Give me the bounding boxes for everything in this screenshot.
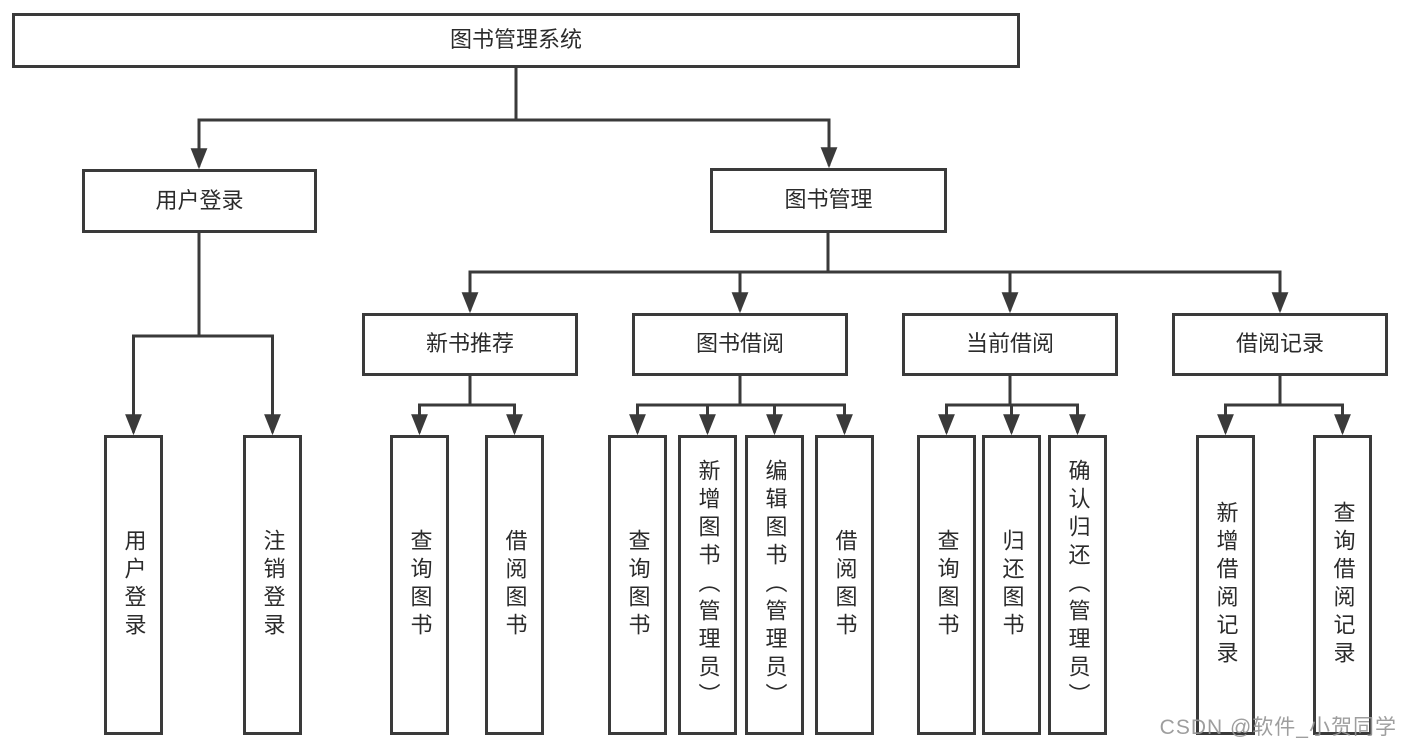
leaf-query-book-1: 查询图书 bbox=[390, 435, 449, 735]
leaf-query-borrow-record-label: 查询借阅记录 bbox=[1330, 501, 1356, 669]
leaf-add-book-admin-label: 新增图书（管理员） bbox=[695, 459, 721, 711]
leaf-logout-label: 注销登录 bbox=[260, 529, 286, 641]
node-current-borrow-label: 当前借阅 bbox=[965, 331, 1054, 357]
leaf-query-book-1-label: 查询图书 bbox=[407, 529, 433, 641]
node-root-label: 图书管理系统 bbox=[449, 27, 582, 53]
csdn-watermark: CSDN @软件_小贺同学 bbox=[1159, 716, 1397, 739]
leaf-user-login: 用户登录 bbox=[104, 435, 163, 735]
leaf-borrow-book-2-label: 借阅图书 bbox=[832, 529, 858, 641]
leaf-borrow-book-1-label: 借阅图书 bbox=[502, 529, 528, 641]
leaf-query-book-2: 查询图书 bbox=[608, 435, 667, 735]
leaf-confirm-return-admin-label: 确认归还（管理员） bbox=[1065, 459, 1091, 711]
leaf-add-book-admin: 新增图书（管理员） bbox=[678, 435, 737, 735]
leaf-query-borrow-record: 查询借阅记录 bbox=[1313, 435, 1372, 735]
leaf-borrow-book-1: 借阅图书 bbox=[485, 435, 544, 735]
node-user-login-module-label: 用户登录 bbox=[155, 187, 244, 213]
node-root: 图书管理系统 bbox=[12, 13, 1020, 68]
leaf-user-login-label: 用户登录 bbox=[121, 529, 147, 641]
node-new-book-recommend: 新书推荐 bbox=[362, 313, 578, 376]
node-new-book-recommend-label: 新书推荐 bbox=[425, 331, 514, 357]
leaf-query-book-3: 查询图书 bbox=[917, 435, 976, 735]
node-book-management: 图书管理 bbox=[710, 168, 947, 233]
leaf-logout: 注销登录 bbox=[243, 435, 302, 735]
leaf-confirm-return-admin: 确认归还（管理员） bbox=[1048, 435, 1107, 735]
node-current-borrow: 当前借阅 bbox=[902, 313, 1118, 376]
node-book-borrow-label: 图书借阅 bbox=[695, 331, 784, 357]
leaf-return-book-label: 归还图书 bbox=[999, 529, 1025, 641]
leaf-edit-book-admin-label: 编辑图书（管理员） bbox=[762, 459, 788, 711]
leaf-borrow-book-2: 借阅图书 bbox=[815, 435, 874, 735]
leaf-add-borrow-record: 新增借阅记录 bbox=[1196, 435, 1255, 735]
leaf-edit-book-admin: 编辑图书（管理员） bbox=[745, 435, 804, 735]
node-book-borrow: 图书借阅 bbox=[632, 313, 848, 376]
node-book-management-label: 图书管理 bbox=[784, 187, 873, 213]
node-borrow-record-label: 借阅记录 bbox=[1235, 331, 1324, 357]
node-user-login-module: 用户登录 bbox=[82, 169, 317, 233]
node-borrow-record: 借阅记录 bbox=[1172, 313, 1388, 376]
leaf-query-book-3-label: 查询图书 bbox=[934, 529, 960, 641]
leaf-query-book-2-label: 查询图书 bbox=[625, 529, 651, 641]
leaf-add-borrow-record-label: 新增借阅记录 bbox=[1213, 501, 1239, 669]
leaf-return-book: 归还图书 bbox=[982, 435, 1041, 735]
